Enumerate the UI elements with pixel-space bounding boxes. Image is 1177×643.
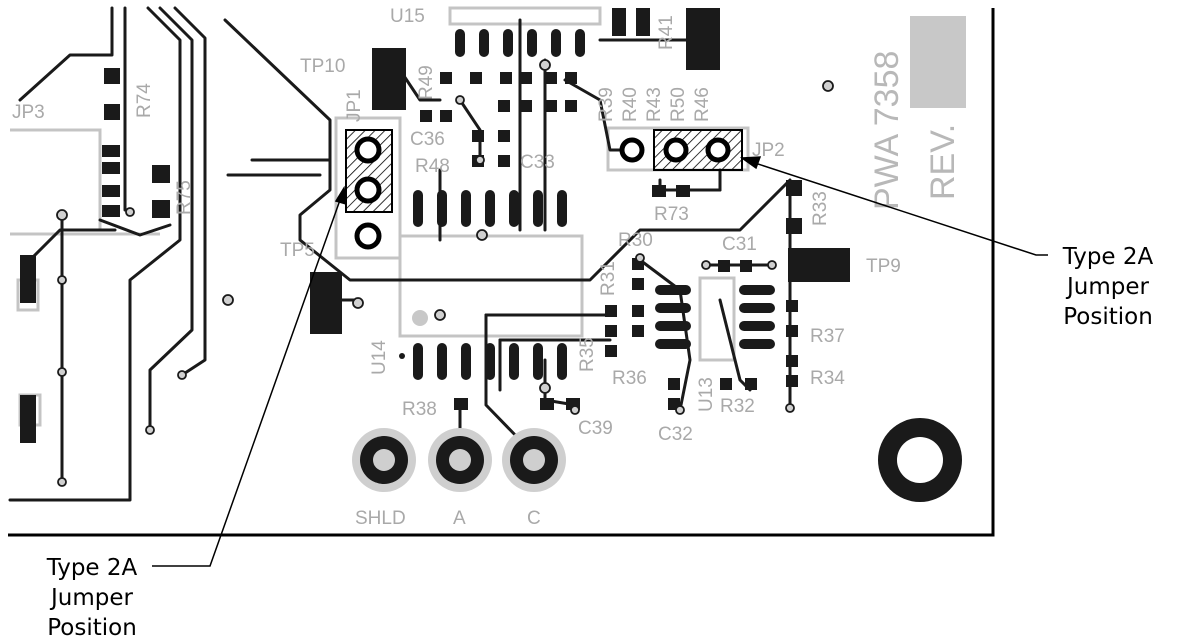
label-r46: R46 [692,87,713,122]
label-pwa: PWA 7358 [868,51,906,210]
connector-pads [352,428,566,492]
left-callout-leader [152,199,341,567]
label-c39: C39 [578,418,613,439]
vias [56,59,834,487]
label-r36: R36 [612,368,647,389]
u13-pins [655,285,775,349]
u14-pins [413,190,567,380]
smd-pads [20,8,850,443]
mounting-hole [878,418,962,502]
label-u13: U13 [696,377,717,412]
label-shld: SHLD [355,508,406,529]
callout-right: Type 2A Jumper Position [1062,244,1154,330]
label-r31: R31 [598,261,619,296]
callout-right-line1: Type 2A [1062,244,1154,270]
label-c: C [527,508,541,529]
label-c32: C32 [658,424,693,445]
callout-right-line3: Position [1063,304,1153,330]
label-jp2: JP2 [752,140,785,161]
callout-left-line1: Type 2A [46,555,138,581]
label-r30: R30 [618,230,653,251]
left-callout-arrowhead [334,185,347,206]
silkscreen-labels: U15 TP10 JP3 R74 R75 JP1 C36 R48 C33 TP5… [12,6,962,529]
label-r38: R38 [402,399,437,420]
label-jp3: JP3 [12,102,45,123]
callout-right-line2: Jumper [1065,274,1150,300]
label-tp9: TP9 [866,256,901,277]
label-c33: C33 [520,152,555,173]
label-tp10: TP10 [300,56,345,77]
label-r34: R34 [810,368,845,389]
label-r39: R39 [596,87,617,122]
label-r41: R41 [656,15,677,50]
callout-leaders [152,156,1048,567]
label-r35: R35 [577,337,598,372]
jp2-jumper [619,129,743,171]
right-callout-leader [754,162,1048,256]
label-u15: U15 [390,6,425,27]
rev-box [910,16,966,108]
callout-left-line2: Jumper [49,585,134,611]
label-r33: R33 [810,191,831,226]
right-callout-arrowhead [739,156,762,170]
label-r50: R50 [668,87,689,122]
label-r73: R73 [654,204,689,225]
label-r37: R37 [810,326,845,347]
label-r40: R40 [620,87,641,122]
label-a: A [453,508,466,529]
board-outline [8,8,995,537]
callout-left: Type 2A Jumper Position [46,555,138,641]
label-r74: R74 [134,83,155,118]
label-r32: R32 [720,396,755,417]
callout-left-line3: Position [47,615,137,641]
label-c31: C31 [722,234,757,255]
label-rev: REV. [924,124,962,200]
label-u14: U14 [369,340,390,375]
label-r75: R75 [174,180,195,215]
jp1-jumper [345,129,393,250]
label-jp1: JP1 [344,89,365,122]
u15-pins [455,29,585,57]
label-tp5: TP5 [280,240,315,261]
label-r43: R43 [644,87,665,122]
label-r49: R49 [416,65,437,100]
label-r48: R48 [415,156,450,177]
label-c36: C36 [410,129,445,150]
